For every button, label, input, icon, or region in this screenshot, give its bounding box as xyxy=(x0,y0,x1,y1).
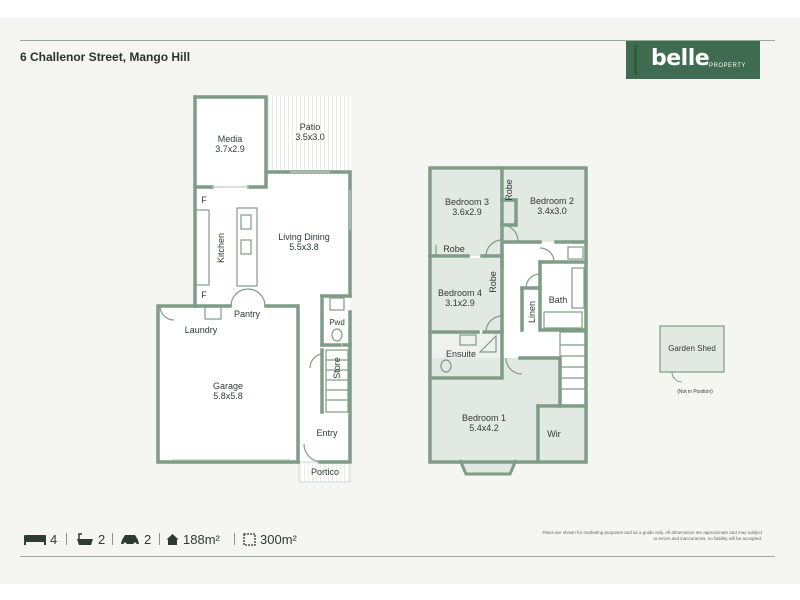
bedroom4-size: 3.1x2.9 xyxy=(445,298,475,308)
fridge-label-2: F xyxy=(201,290,207,300)
logo-word: belle xyxy=(651,46,710,71)
feature-bathrooms: 2 xyxy=(76,530,105,548)
pantry-label: Pantry xyxy=(234,309,261,319)
footer-divider xyxy=(20,556,775,557)
logo-accent xyxy=(634,45,637,75)
living-label: Living Dining xyxy=(278,232,330,242)
car-count: 2 xyxy=(144,531,152,547)
garage-size: 5.8x5.8 xyxy=(213,391,243,401)
bedroom2-label: Bedroom 2 xyxy=(530,196,574,206)
property-address: 6 Challenor Street, Mango Hill xyxy=(20,50,191,64)
house-area: 188m² xyxy=(183,531,220,547)
bedrooms-count: 4 xyxy=(50,531,58,547)
car-icon xyxy=(121,534,139,545)
bedroom1-size: 5.4x4.2 xyxy=(469,423,499,433)
bed-icon xyxy=(24,535,46,545)
bath-label: Bath xyxy=(549,295,568,305)
laundry-label: Laundry xyxy=(185,325,218,335)
bedroom3-label: Bedroom 3 xyxy=(445,197,489,207)
land-icon xyxy=(243,532,256,546)
feature-car: 2 xyxy=(120,530,151,548)
garden-shed-note: (Not in Position) xyxy=(677,389,713,395)
bedroom3-size: 3.6x2.9 xyxy=(452,207,482,217)
house-icon xyxy=(166,533,179,545)
garage-label: Garage xyxy=(213,381,243,391)
feature-bedrooms: 4 xyxy=(24,530,57,548)
feature-divider xyxy=(159,533,160,545)
robe-top-label: Robe xyxy=(504,179,514,201)
plan-sheet xyxy=(0,18,800,584)
media-label: Media xyxy=(218,134,243,144)
bedroom2-size: 3.4x3.0 xyxy=(537,206,567,216)
ground-floor xyxy=(156,95,352,483)
bath-icon xyxy=(77,532,93,545)
living-size: 5.5x3.8 xyxy=(289,242,319,252)
media-size: 3.7x2.9 xyxy=(215,144,245,154)
feature-land-area: 300m² xyxy=(243,530,297,548)
bedroom4-label: Bedroom 4 xyxy=(438,288,482,298)
fridge-label-1: F xyxy=(201,195,207,205)
entry-label: Entry xyxy=(316,428,338,438)
pwd-label: Pwd xyxy=(329,318,345,327)
header-divider xyxy=(20,40,775,41)
patio-deck xyxy=(268,96,351,170)
garden-shed-plan xyxy=(659,325,725,383)
store-label: Store xyxy=(332,357,342,379)
feature-divider xyxy=(66,533,67,545)
garden-shed-label: Garden Shed xyxy=(668,344,716,353)
ensuite-label: Ensuite xyxy=(446,349,476,359)
logo-sub: PROPERTY xyxy=(709,63,746,69)
feature-house-area: 188m² xyxy=(166,530,220,548)
wir-label: Wir xyxy=(547,429,561,439)
robe-bed3-label: Robe xyxy=(443,244,465,254)
feature-divider xyxy=(234,533,235,545)
feature-divider xyxy=(112,533,113,545)
patio-size: 3.5x3.0 xyxy=(295,132,325,142)
robe-bed4-label: Robe xyxy=(488,271,498,293)
linen-label: Linen xyxy=(527,301,537,323)
brand-logo: belle PROPERTY xyxy=(626,41,760,79)
kitchen-label: Kitchen xyxy=(216,233,226,263)
bedroom1-label: Bedroom 1 xyxy=(462,413,506,423)
bathrooms-count: 2 xyxy=(98,531,106,547)
disclaimer: Plans are shown for marketing purposes a… xyxy=(542,530,762,541)
portico-label: Portico xyxy=(311,467,339,477)
patio-label: Patio xyxy=(300,122,321,132)
land-area: 300m² xyxy=(260,531,297,547)
first-floor xyxy=(428,166,588,476)
